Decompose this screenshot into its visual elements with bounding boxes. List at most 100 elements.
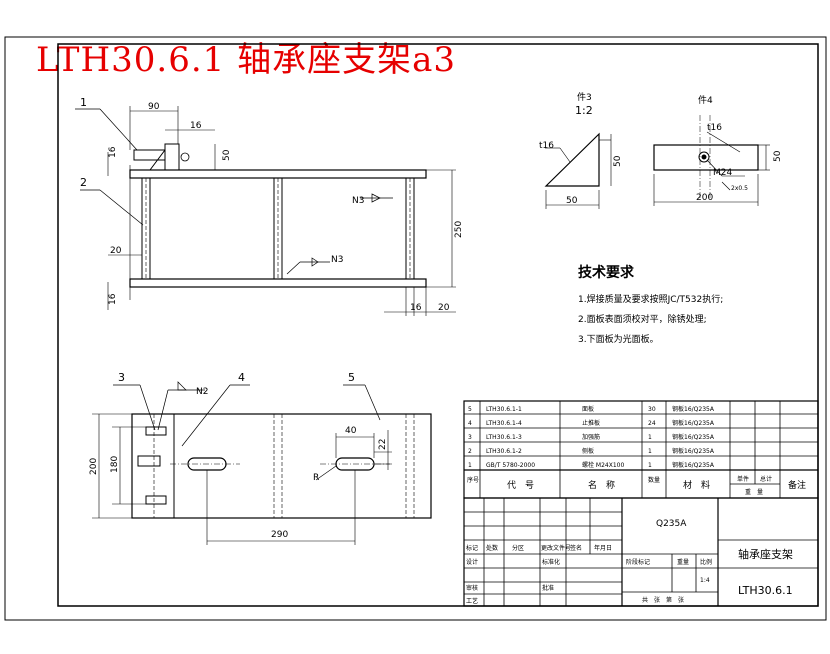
balloon-1: 1 [80,96,87,109]
detail-4 [653,115,770,206]
dim-50: 50 [222,149,232,161]
detail4-thickness: t16 [707,123,722,133]
bom-header-code: 代 号 [507,480,534,491]
rev-header-3: 分区 [512,544,524,552]
tech-item-2: 2.面板表面须校对平，除锈处理; [578,313,707,325]
tech-heading: 技术要求 [578,264,635,281]
tech-item-3: 3.下面板为光面板。 [578,333,659,345]
bom-header-name: 名 称 [588,479,615,491]
detail3-height: 50 [613,155,623,167]
front-view-labels: 3 4 5 N2 200 180 40 22 R 290 [89,371,388,540]
role-design: 设计 [466,558,478,566]
dim-180: 180 [110,456,120,473]
material-label: Q235A [656,519,687,529]
dim-20-left: 20 [110,246,122,256]
bom-header-remark: 备注 [788,479,806,491]
detail4-width: 200 [696,193,713,203]
sheets-label: 共 张 第 张 [642,596,684,604]
detail-3 [544,132,612,209]
detail3-thickness: t16 [539,141,554,151]
detail4-height: 50 [773,150,783,162]
detail4-label: 件4 [698,94,713,106]
bom-cell-code: LTH30.6.1-3 [486,434,522,441]
bom-cell-no: 3 [468,434,472,441]
drawing-name: 轴承座支架 [738,547,793,561]
top-view [75,106,456,316]
outer-frame [4,36,827,621]
bom-header-weight: 重 量 [745,488,763,496]
title-block-text: Q235A 轴承座支架 LTH30.6.1 阶段标记 重量 比例 1:4 共 张… [466,519,793,605]
scale-value: 1:4 [700,577,710,584]
bom-cell-name: 面板 [582,405,594,413]
bom-cell-no: 5 [468,406,472,413]
detail-3-labels: 件3 1:2 t16 50 50 [539,91,623,206]
bom-cell-qty: 24 [648,420,656,427]
dim-16-top: 16 [190,121,202,131]
bom-header-total_weight: 总计 [760,475,772,483]
detail-4-labels: 件4 t16 50 200 M24 2x0.5 [696,94,783,203]
dim-20-right: 20 [438,303,450,313]
balloon-4: 4 [238,371,245,384]
front-stop-top [145,426,167,436]
dim-22: 22 [378,439,388,450]
front-view [92,381,432,545]
balloon-5: 5 [348,371,355,384]
role-standard: 标准化 [542,558,560,566]
bom-cell-qty: 1 [648,448,652,455]
top-view-labels: 1 2 90 16 16 50 20 250 16 16 20 N3 N3 [80,96,464,313]
rev-header-2: 处数 [486,544,498,552]
bom-cell-no: 1 [468,462,472,469]
role-approve: 批准 [542,584,554,592]
drawing-number: LTH30.6.1 [738,584,793,597]
weld-label-n2: N2 [196,387,208,397]
weld-label-1: N3 [352,196,364,206]
rev-header-4: 更改文件号 [541,544,571,552]
bom-cell-material: 钢板16/Q235A [672,447,715,455]
bom-cell-name: 侧板 [582,447,594,455]
bom-table [463,400,819,499]
role-review: 审核 [466,584,478,592]
balloon-2: 2 [80,176,87,189]
dim-16-left: 16 [108,146,118,158]
bom-header-material: 材 料 [683,479,710,491]
top-plate [129,169,427,179]
front-stop-bottom [145,495,167,505]
title-block [463,497,819,607]
bom-cell-material: 钢板16/Q235A [672,405,715,413]
bom-cell-code: LTH30.6.1-4 [486,420,522,427]
bom-cell-code: LTH30.6.1-2 [486,448,522,455]
bom-cell-material: 钢板16/Q235A [672,419,715,427]
rev-header-6: 年月日 [594,544,612,552]
tech-item-1: 1.焊接质量及要求按照JC/T532执行; [578,293,723,305]
detail4-hole-spec: M24 [713,168,732,178]
inner-frame [57,43,819,607]
dim-40: 40 [345,426,357,436]
tech-requirements: 技术要求 1.焊接质量及要求按照JC/T532执行; 2.面板表面须校对平，除锈… [578,264,723,345]
dim-290: 290 [271,530,288,540]
bom-cell-name: 螺栓 M24X100 [582,461,624,469]
stage-label: 阶段标记 [626,558,650,566]
dim-16-bottom: 16 [108,293,118,305]
bom-cell-material: 钢板16/Q235A [672,433,715,441]
bom-cell-name: 止推板 [582,419,600,427]
dim-radius: R [313,473,319,483]
bom-cell-no: 2 [468,448,472,455]
bom-cell-name: 加强筋 [582,433,600,441]
bom-cell-material: 钢板16/Q235A [672,461,715,469]
bottom-plate [129,278,427,288]
front-plate [131,413,432,519]
dim-90: 90 [148,102,160,112]
rev-header-5: 签名 [570,544,582,552]
detail3-label: 件3 [577,91,592,103]
balloon-3: 3 [118,371,125,384]
bom-cell-code: LTH30.6.1-1 [486,406,522,413]
role-process: 工艺 [466,597,478,605]
bom-header-qty: 数量 [648,476,660,484]
bom-header-unit_weight: 单件 [737,475,749,483]
stop-block [164,143,180,171]
bom-cell-qty: 30 [648,406,656,413]
weld-label-2: N3 [331,255,343,265]
